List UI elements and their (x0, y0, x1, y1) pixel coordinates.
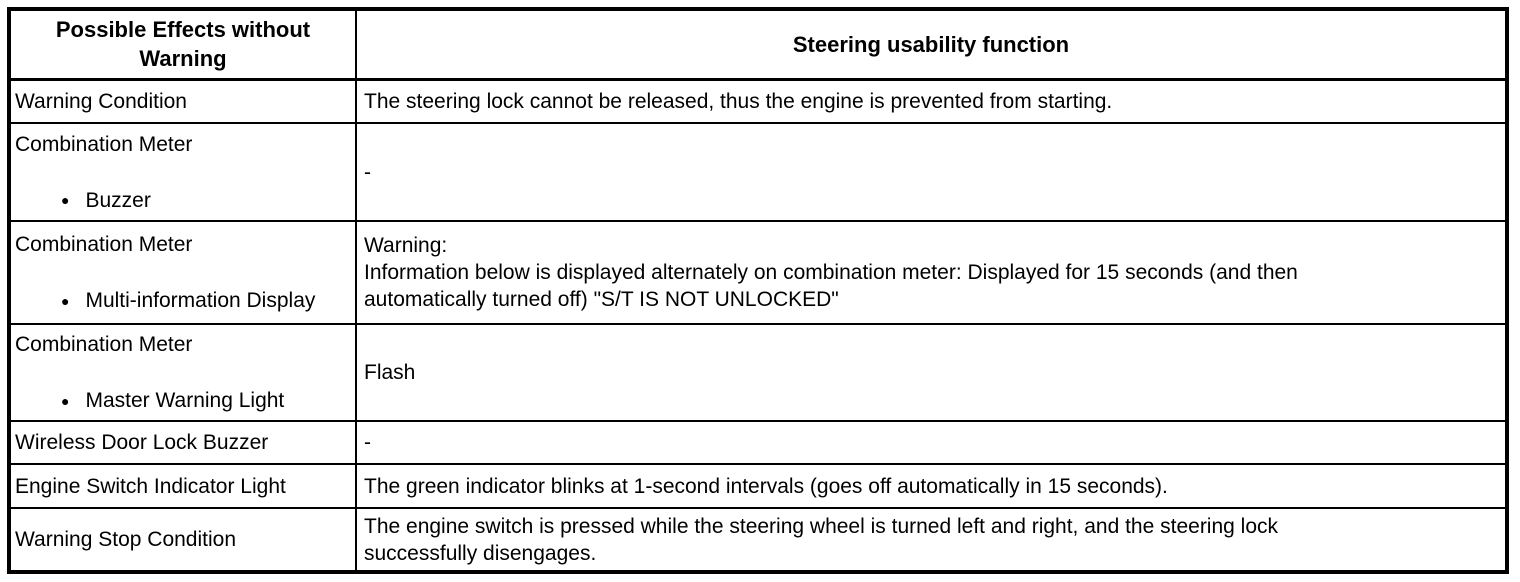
row-value-cell: The green indicator blinks at 1-second i… (355, 463, 1508, 509)
row-label-cell: Wireless Door Lock Buzzer (8, 420, 357, 465)
row-value-cell: The engine switch is pressed while the s… (355, 507, 1508, 573)
row-label-cell: Warning Stop Condition (8, 507, 357, 573)
row-label: Combination Meter (15, 233, 193, 256)
row-value-line: The green indicator blinks at 1-second i… (364, 474, 1168, 498)
bullet-label: Multi-information Display (85, 289, 316, 312)
bullet-item: ● Master Warning Light (15, 387, 349, 414)
row-label-cell: Combination Meter ● Buzzer (8, 122, 357, 222)
table-row: Combination Meter ● Master Warning Light… (8, 323, 1508, 422)
bullet-icon: ● (61, 292, 70, 309)
header-cell-steering-usability: Steering usability function (355, 8, 1508, 81)
bullet-item: ● Multi-information Display (15, 287, 349, 314)
table-row: Combination Meter ● Buzzer - (8, 122, 1508, 222)
row-value-cell: Flash (355, 323, 1508, 422)
row-label-cell: Engine Switch Indicator Light (8, 463, 357, 509)
bullet-label: Buzzer (85, 188, 151, 212)
steering-warning-effects-table: Possible Effects without Warning Steerin… (7, 7, 1509, 574)
row-label: Combination Meter (15, 333, 193, 356)
table-row: Warning Stop Condition The engine switch… (8, 507, 1508, 573)
table-row: Combination Meter ● Multi-information Di… (8, 220, 1508, 325)
row-value-cell: - (355, 420, 1508, 465)
row-label: Warning Stop Condition (15, 528, 237, 551)
row-label: Combination Meter (15, 132, 193, 156)
header-cell-possible-effects: Possible Effects without Warning (8, 8, 357, 81)
table-row: Engine Switch Indicator Light The green … (8, 463, 1508, 509)
row-label: Engine Switch Indicator Light (15, 474, 286, 498)
row-value-line: automatically turned off) "S/T IS NOT UN… (364, 288, 839, 311)
bullet-icon: ● (61, 192, 70, 208)
row-label-cell: Combination Meter ● Multi-information Di… (8, 220, 357, 325)
bullet-icon: ● (61, 392, 70, 409)
row-value-line: The engine switch is pressed while the s… (364, 514, 1279, 538)
row-value-line: - (364, 160, 371, 184)
table-row: Warning Condition The steering lock cann… (8, 78, 1508, 124)
row-value-cell: - (355, 122, 1508, 222)
row-value-cell: Warning: Information below is displayed … (355, 220, 1508, 325)
table-header-row: Possible Effects without Warning Steerin… (8, 8, 1508, 81)
row-label-cell: Combination Meter ● Master Warning Light (8, 323, 357, 422)
row-label: Warning Condition (15, 89, 187, 113)
row-value-line: Flash (364, 361, 416, 384)
row-value-line: The steering lock cannot be released, th… (364, 89, 1113, 113)
bullet-item: ● Buzzer (15, 187, 349, 214)
row-value-line: successfully disengages. (364, 541, 597, 565)
bullet-label: Master Warning Light (85, 389, 285, 412)
row-value-line: Warning: (364, 234, 448, 257)
table-row: Wireless Door Lock Buzzer - (8, 420, 1508, 465)
row-value-line: Information below is displayed alternate… (364, 261, 1298, 284)
row-value-cell: The steering lock cannot be released, th… (355, 78, 1508, 124)
row-label: Wireless Door Lock Buzzer (15, 431, 269, 454)
row-label-cell: Warning Condition (8, 78, 357, 124)
row-value-line: - (364, 431, 371, 454)
col2-header-label: Steering usability function (792, 31, 1070, 57)
col1-header-label: Possible Effects without Warning (55, 17, 311, 72)
